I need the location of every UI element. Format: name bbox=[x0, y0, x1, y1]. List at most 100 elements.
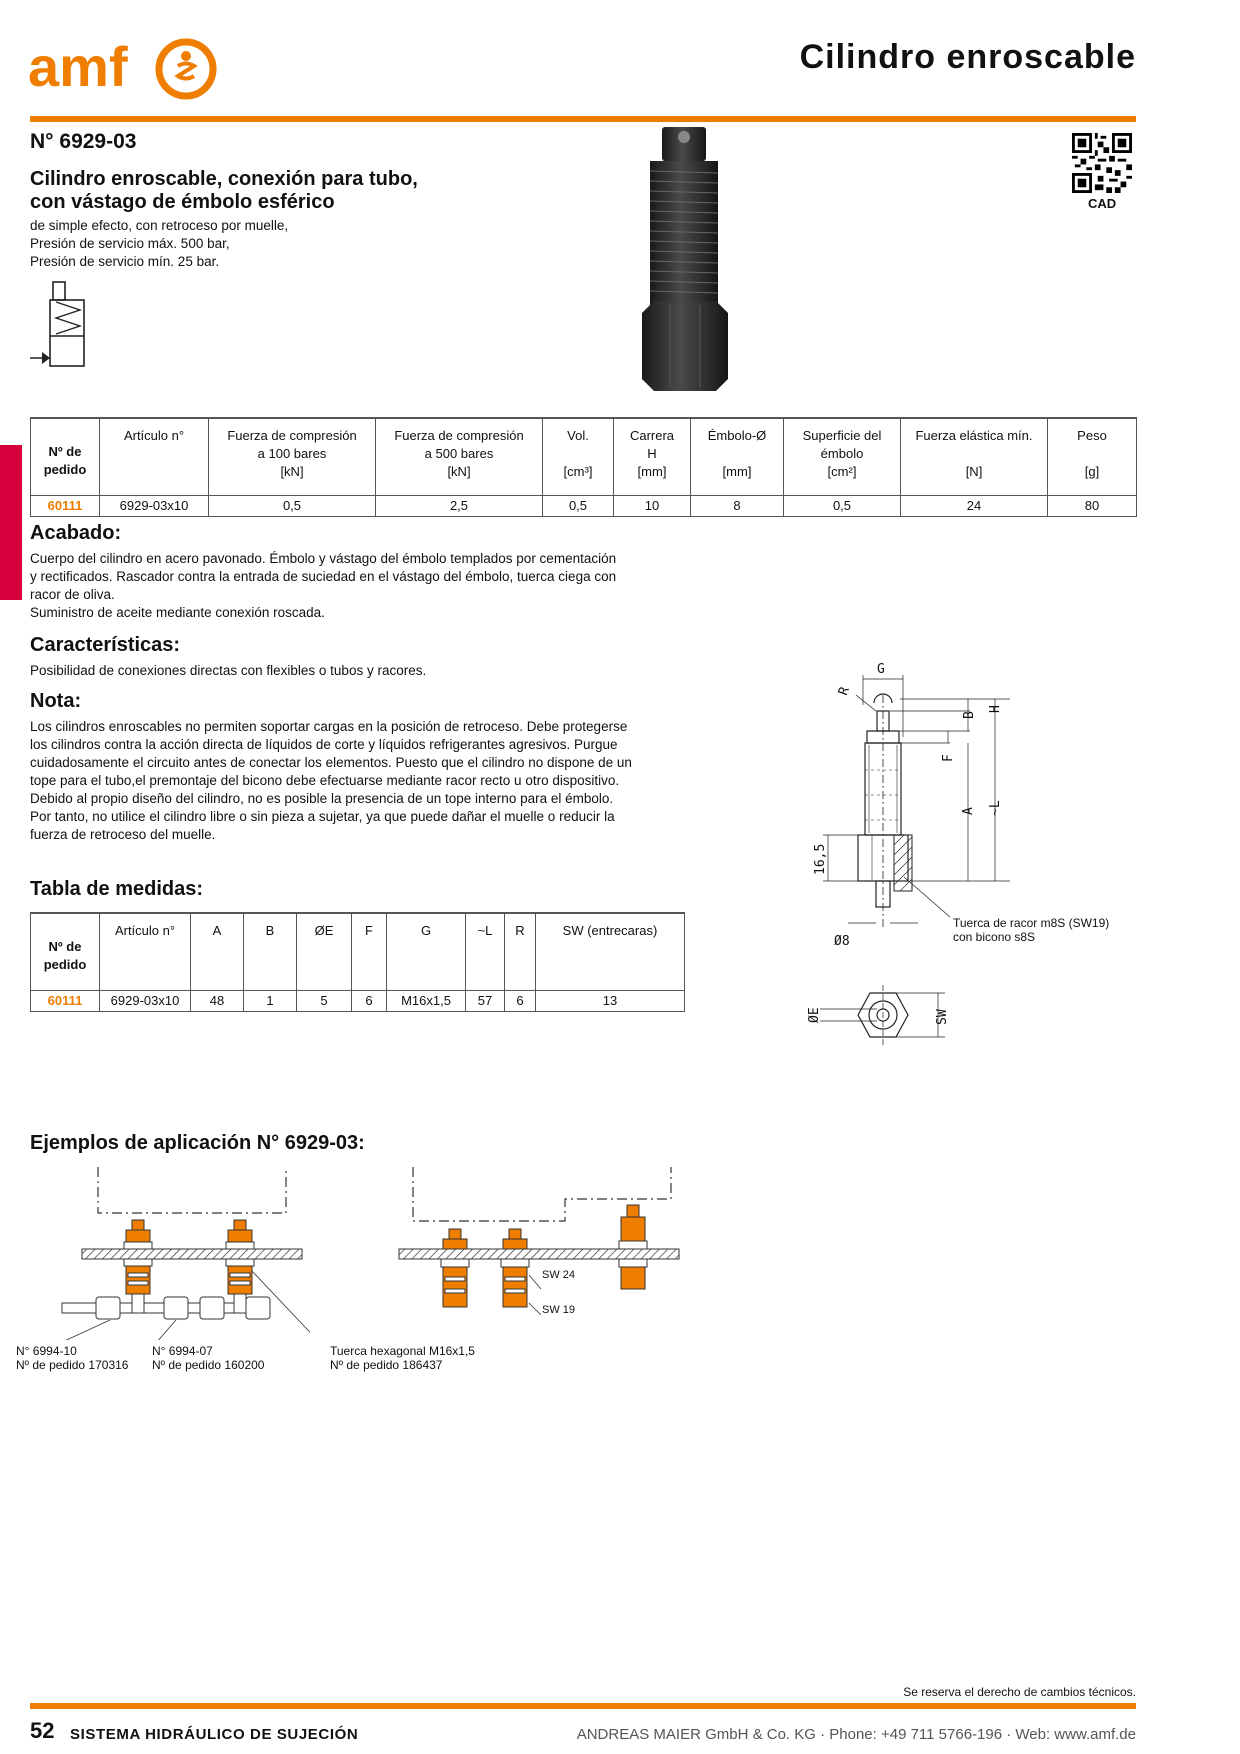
table-cell: 10 bbox=[613, 495, 691, 517]
dim-label-sw: SW bbox=[935, 1009, 950, 1025]
dim-header-cell: F bbox=[351, 912, 387, 991]
section-sidebar-marker bbox=[0, 445, 22, 600]
table-cell: 6929-03x10 bbox=[99, 495, 209, 517]
caracteristicas-heading: Características: bbox=[30, 634, 181, 656]
caption-line: Nº de pedido 186437 bbox=[330, 1358, 443, 1372]
table-cell: M16x1,5 bbox=[386, 990, 466, 1012]
medidas-heading: Tabla de medidas: bbox=[30, 878, 204, 900]
sw24-label: SW 24 bbox=[542, 1269, 575, 1281]
table-cell: 80 bbox=[1047, 495, 1137, 517]
table-cell: 0,5 bbox=[542, 495, 614, 517]
desc-line: Presión de servicio máx. 500 bar, bbox=[30, 236, 230, 251]
dim-header-cell: G bbox=[386, 912, 466, 991]
dim-header-cell: ØE bbox=[296, 912, 352, 991]
caption-line: N° 6994-10 bbox=[16, 1344, 77, 1358]
text-line: Los cilindros enroscables no permiten so… bbox=[30, 719, 628, 734]
product-photo bbox=[642, 127, 728, 391]
dim-header-cell: A bbox=[190, 912, 244, 991]
table-cell: 6929-03x10 bbox=[99, 990, 191, 1012]
table-row: 60111 6929-03x10 48 1 5 6 M16x1,5 57 6 1… bbox=[30, 990, 685, 1012]
product-name-line1: Cilindro enroscable, conexión para tubo, bbox=[30, 168, 418, 190]
dim-label-b: B bbox=[962, 711, 977, 719]
cylinder-icon bbox=[618, 1204, 648, 1290]
order-number-link[interactable]: 60111 bbox=[30, 495, 100, 517]
dim-label-16-5: 16,5 bbox=[813, 844, 828, 875]
application-example-1 bbox=[61, 1167, 310, 1340]
dim-label-d8: Ø8 bbox=[834, 934, 850, 949]
caption-6994-10: N° 6994-10 Nº de pedido 170316 bbox=[16, 1344, 128, 1372]
application-example-2: SW 24 SW 19 bbox=[398, 1167, 680, 1316]
table-cell: 0,5 bbox=[208, 495, 376, 517]
text-line: Por tanto, no utilice el cilindro libre … bbox=[30, 809, 615, 824]
dim-label-l: ~L bbox=[988, 800, 1003, 816]
text-line: los cilindros contra la acción directa d… bbox=[30, 737, 618, 752]
text-line: Suministro de aceite mediante conexión r… bbox=[30, 605, 325, 620]
amf-logo: amf bbox=[28, 35, 217, 100]
page-number: 52 bbox=[30, 1718, 55, 1743]
acabado-heading: Acabado: bbox=[30, 522, 122, 544]
table-cell: 5 bbox=[296, 990, 352, 1012]
text-line: cuidadosamente el circuito antes de cone… bbox=[30, 755, 632, 770]
desc-line: Presión de servicio mín. 25 bar. bbox=[30, 254, 220, 269]
desc-line: de simple efecto, con retroceso por muel… bbox=[30, 218, 289, 233]
table-row: 60111 6929-03x10 0,5 2,5 0,5 10 8 0,5 24… bbox=[30, 495, 1137, 517]
dim-label-g: G bbox=[877, 662, 885, 677]
caption-hex-nut: Tuerca hexagonal M16x1,5 Nº de pedido 18… bbox=[330, 1344, 475, 1372]
nota-heading: Nota: bbox=[30, 690, 82, 712]
footer-section: SISTEMA HIDRÁULICO DE SUJECIÓN bbox=[70, 1726, 359, 1743]
text-line: racor de oliva. bbox=[30, 587, 115, 602]
table-cell: 6 bbox=[504, 990, 536, 1012]
dim-label-a: A bbox=[961, 807, 976, 815]
technical-drawing: G R B H F A ~L 16,5 Ø8 ØE SW bbox=[807, 662, 1010, 1045]
caracteristicas-text: Posibilidad de conexiones directas con f… bbox=[30, 663, 427, 678]
table-cell: 48 bbox=[190, 990, 244, 1012]
cylinder-icon bbox=[225, 1219, 255, 1295]
caption-line: Nº de pedido 170316 bbox=[16, 1358, 129, 1372]
text-line: tope para el tubo,el premontaje del bico… bbox=[30, 773, 620, 788]
cylinder-icon bbox=[123, 1219, 153, 1295]
order-number-link[interactable]: 60111 bbox=[30, 990, 100, 1012]
hydraulic-symbol-icon bbox=[30, 281, 85, 367]
text-line: Debido al propio diseño del cilindro, no… bbox=[30, 791, 614, 806]
cad-label[interactable]: CAD bbox=[1088, 196, 1117, 211]
spec-header-cell: Émbolo-Ø[mm] bbox=[690, 417, 784, 496]
table-cell: 24 bbox=[900, 495, 1048, 517]
nota-text: Los cilindros enroscables no permiten so… bbox=[30, 718, 632, 844]
spec-header-cell: Peso[g] bbox=[1047, 417, 1137, 496]
table-cell: 6 bbox=[351, 990, 387, 1012]
footer-note: Se reserva el derecho de cambios técnico… bbox=[903, 1685, 1136, 1699]
dim-label-f: F bbox=[941, 754, 956, 762]
cylinder-icon bbox=[440, 1228, 470, 1308]
product-name-line2: con vástago de émbolo esférico bbox=[30, 191, 335, 213]
caption-6994-07: N° 6994-07 Nº de pedido 160200 bbox=[152, 1344, 264, 1372]
spec-header-cell: Vol.[cm³] bbox=[542, 417, 614, 496]
ejemplos-heading: Ejemplos de aplicación N° 6929-03: bbox=[30, 1132, 365, 1154]
logo-wordmark: amf bbox=[28, 35, 128, 98]
header-rule bbox=[30, 116, 1136, 122]
product-number: N° 6929-03 bbox=[30, 130, 137, 153]
cad-qr-code-icon[interactable] bbox=[1072, 133, 1132, 193]
dim-label-e: ØE bbox=[807, 1007, 822, 1023]
dim-header-cell: Artículo n° bbox=[99, 912, 191, 991]
product-desc: de simple efecto, con retroceso por muel… bbox=[30, 217, 288, 271]
dim-header-cell: SW (entrecaras) bbox=[535, 912, 685, 991]
dim-header-cell: R bbox=[504, 912, 536, 991]
dim-label-r: R bbox=[836, 685, 853, 698]
drawing-caption: Tuerca de racor m8S (SW19) con bicono s8… bbox=[953, 916, 1109, 944]
cylinder-icon bbox=[500, 1228, 530, 1308]
footer-rule bbox=[30, 1703, 1136, 1709]
footer-company: ANDREAS MAIER GmbH & Co. KG · Phone: +49… bbox=[576, 1726, 1136, 1743]
page-title: Cilindro enroscable bbox=[799, 38, 1136, 76]
dim-header-cell: B bbox=[243, 912, 297, 991]
table-cell: 1 bbox=[243, 990, 297, 1012]
table-cell: 0,5 bbox=[783, 495, 901, 517]
table-cell: 2,5 bbox=[375, 495, 543, 517]
dim-label-h: H bbox=[988, 705, 1003, 713]
table-cell: 13 bbox=[535, 990, 685, 1012]
